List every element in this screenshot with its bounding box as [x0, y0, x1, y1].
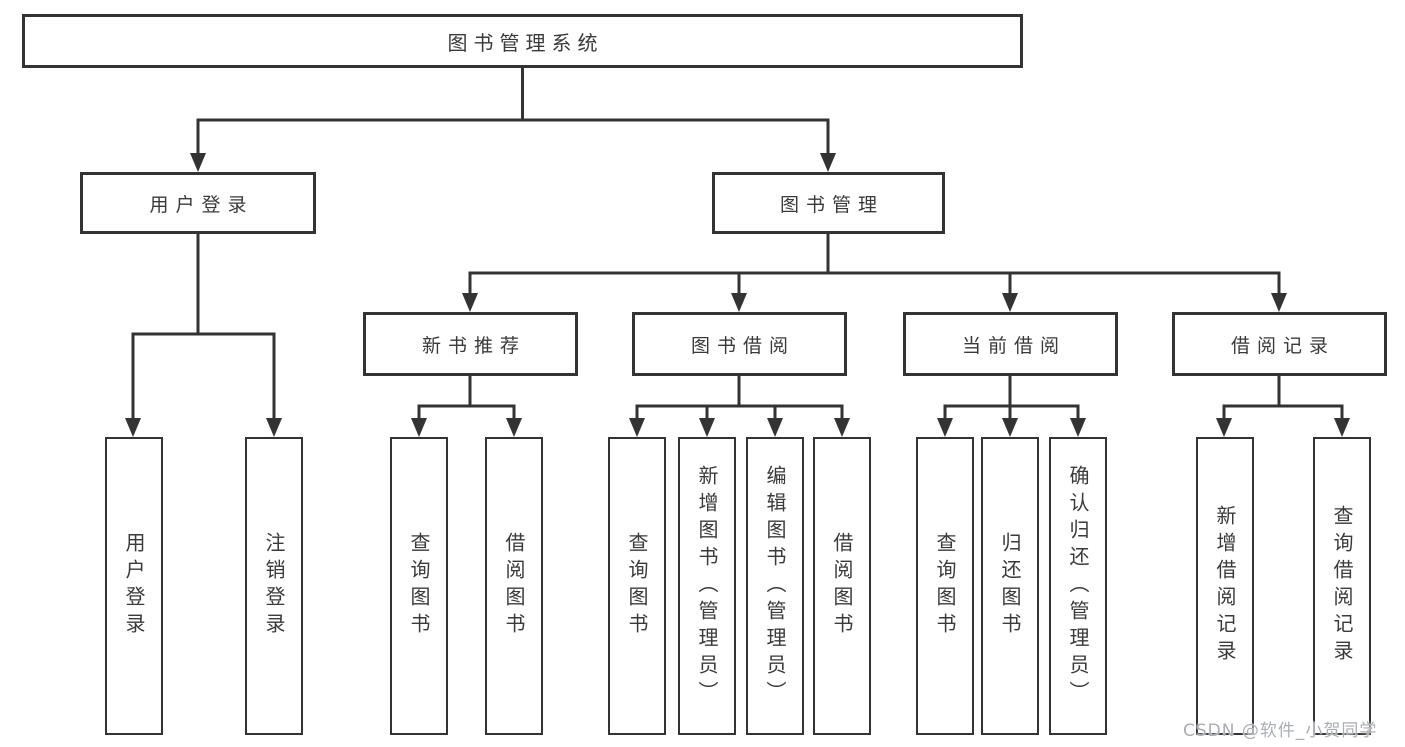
node-label: 用户登录	[149, 193, 254, 216]
leaf-query-books-current: 查询图书	[916, 437, 974, 735]
node-label: 查询借阅记录	[1330, 505, 1354, 667]
arrowheads	[125, 153, 1350, 437]
leaf-add-borrow-record: 新增借阅记录	[1196, 437, 1254, 735]
node-label: 当前借阅	[961, 334, 1066, 357]
leaf-query-books-recommend: 查询图书	[390, 437, 448, 735]
leaf-confirm-return-admin: 确认归还（管理员）	[1049, 437, 1107, 735]
node-label: 查询图书	[407, 532, 431, 640]
node-library-management-system: 图书管理系统	[22, 14, 1023, 68]
node-book-borrowing: 图书借阅	[632, 312, 847, 376]
node-label: 注销登录	[262, 532, 286, 640]
node-label: 借阅图书	[502, 532, 526, 640]
leaf-add-books-admin: 新增图书（管理员）	[678, 437, 736, 735]
leaf-return-books: 归还图书	[981, 437, 1039, 735]
node-label: 新增借阅记录	[1213, 505, 1237, 667]
node-label: 借阅图书	[830, 532, 854, 640]
node-label: 归还图书	[998, 532, 1022, 640]
node-label: 确认归还（管理员）	[1066, 464, 1090, 708]
leaf-logout-login: 注销登录	[245, 437, 303, 735]
node-label: 新书推荐	[421, 334, 526, 357]
node-borrowing-records: 借阅记录	[1172, 312, 1387, 376]
leaf-user-login: 用户登录	[105, 437, 163, 735]
leaf-borrow-books-recommend: 借阅图书	[485, 437, 543, 735]
node-label: 查询图书	[933, 532, 957, 640]
leaf-query-books-borrowing: 查询图书	[608, 437, 666, 735]
node-label: 编辑图书（管理员）	[763, 464, 787, 708]
node-label: 图书借阅	[690, 334, 795, 357]
node-label: 查询图书	[625, 532, 649, 640]
node-label: 借阅记录	[1230, 334, 1335, 357]
leaf-edit-books-admin: 编辑图书（管理员）	[746, 437, 804, 735]
node-user-login: 用户登录	[80, 172, 316, 234]
node-label: 新增图书（管理员）	[695, 464, 719, 708]
node-book-management: 图书管理	[712, 172, 945, 234]
leaf-borrow-books-borrowing: 借阅图书	[813, 437, 871, 735]
node-label: 图书管理	[779, 193, 884, 216]
node-label: 图书管理系统	[447, 30, 604, 55]
csdn-watermark: CSDN @软件_小贺同学	[1183, 721, 1378, 741]
node-current-borrowing: 当前借阅	[903, 312, 1118, 376]
node-new-book-recommendation: 新书推荐	[363, 312, 578, 376]
node-label: 用户登录	[122, 532, 146, 640]
leaf-query-borrow-record: 查询借阅记录	[1313, 437, 1371, 735]
